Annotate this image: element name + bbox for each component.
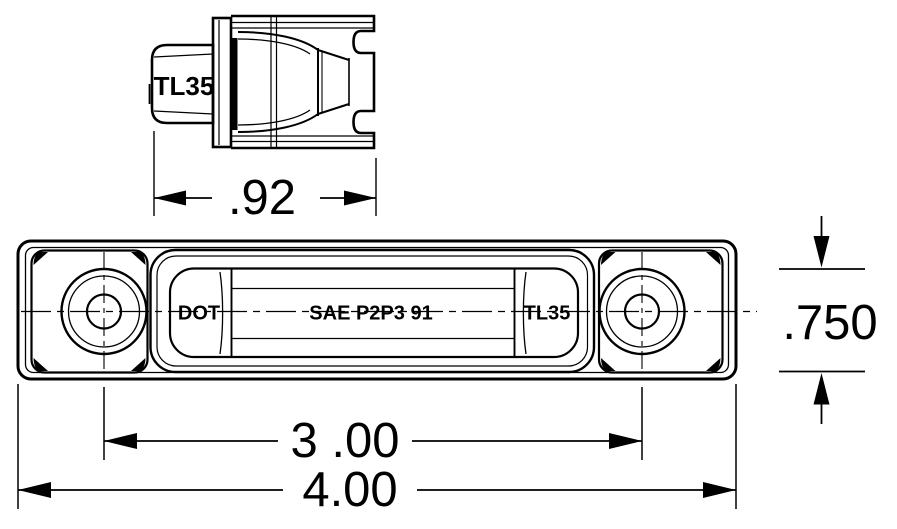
marking-sae: SAE P2P3 91 — [309, 303, 432, 325]
lens-end-cap — [522, 271, 527, 355]
dim-arrow-down — [813, 236, 830, 268]
reflector-wing — [237, 113, 319, 133]
dimension-750: .750 — [779, 216, 878, 424]
dim-arrow-up — [813, 373, 830, 405]
gasket-bar — [231, 38, 238, 130]
dim-arrow-left — [104, 433, 137, 449]
dimension-92: .92 — [153, 131, 377, 225]
corner-web — [131, 252, 146, 265]
dim-92-label: .92 — [228, 171, 296, 225]
corner-web — [131, 358, 146, 371]
reflector-wing — [237, 38, 311, 55]
corner-web — [706, 358, 721, 371]
housing-body-outline — [231, 14, 376, 150]
bulb-cone — [317, 49, 350, 115]
dim-arrow-right — [703, 482, 736, 498]
corner-web — [706, 252, 721, 265]
marking-dot: DOT — [178, 303, 220, 325]
dim-arrow-right — [344, 190, 376, 206]
dim-arrow-right — [609, 433, 642, 449]
reflector-wing — [237, 31, 319, 51]
marking-tl35: TL35 — [524, 303, 571, 325]
corner-web — [601, 252, 616, 265]
housing-outline — [16, 239, 738, 381]
corner-web — [33, 252, 48, 265]
dim-300-label: 3 .00 — [291, 414, 400, 468]
reflector-wing — [237, 109, 311, 126]
dimension-300: 3 .00 — [103, 387, 643, 468]
side-view: TL35 — [148, 14, 376, 150]
side-view-marking: TL35 — [154, 71, 215, 101]
dim-arrow-left — [154, 190, 186, 206]
dim-arrow-left — [18, 482, 51, 498]
lens-cap-line — [153, 53, 214, 58]
corner-web — [33, 358, 48, 371]
bezel-outline — [149, 248, 596, 374]
dimension-400: 4.00 — [17, 384, 737, 517]
flange-outline — [211, 16, 233, 149]
lens-end-cap — [219, 271, 224, 355]
corner-web — [601, 358, 616, 371]
lens-outline — [168, 267, 580, 359]
lens-cap-outline — [150, 43, 215, 125]
dim-400-label: 4.00 — [302, 463, 397, 517]
dim-750-label: .750 — [782, 296, 877, 350]
lens-cap-line — [153, 110, 214, 115]
front-view: DOT SAE P2P3 91 TL35 — [16, 239, 757, 381]
